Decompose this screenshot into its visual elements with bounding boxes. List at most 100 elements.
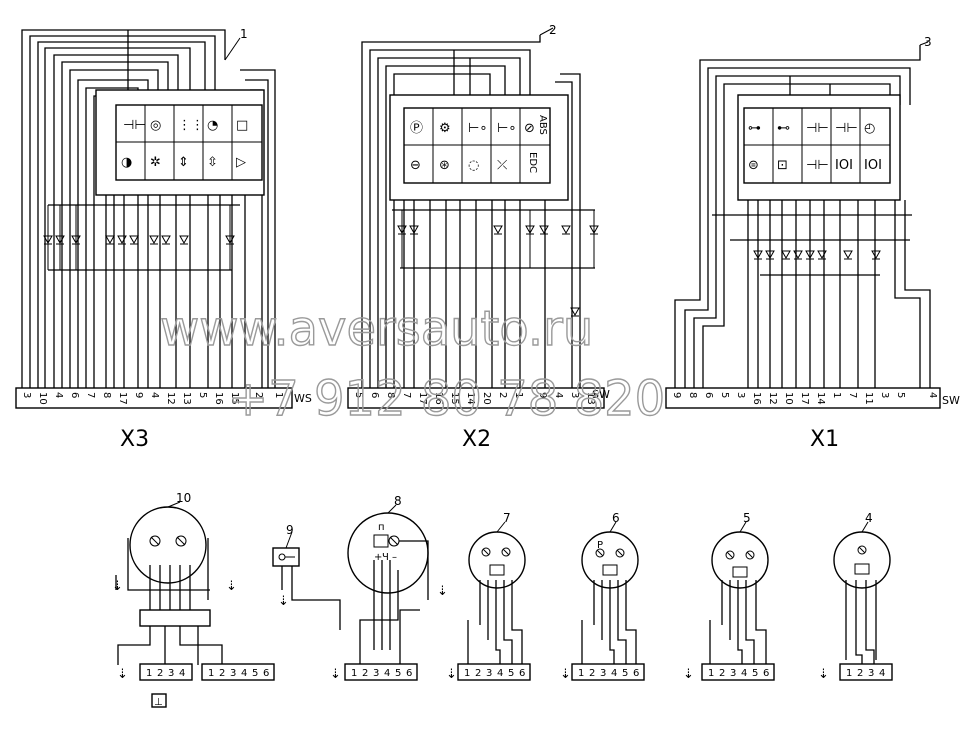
terminal-tag-x2: SW xyxy=(592,388,610,401)
panel-x2: Ⓟ ⚙ ⊢∘ ⊢∘ ⊘ ABS ⊖ ⊛ ◌ ⤫ EDC xyxy=(347,23,610,452)
svg-text:⊶: ⊶ xyxy=(748,121,761,136)
svg-text:⇣: ⇣ xyxy=(446,667,457,682)
ground-symbol-box xyxy=(151,693,167,708)
svg-text:4: 4 xyxy=(927,392,938,398)
svg-text:⇣: ⇣ xyxy=(330,667,341,682)
module-4: ⇣ 1 2 3 4 4 xyxy=(818,511,893,682)
svg-text:11: 11 xyxy=(863,392,874,405)
svg-text:⇣: ⇣ xyxy=(278,594,289,609)
watermark-phone: +7 912 80 78 820 xyxy=(228,371,665,427)
svg-text:⚙: ⚙ xyxy=(439,121,451,136)
svg-text:8: 8 xyxy=(101,392,112,398)
callout-10: 10 xyxy=(176,491,191,505)
svg-text:3: 3 xyxy=(168,668,174,679)
svg-text:2: 2 xyxy=(157,668,163,679)
svg-text:17: 17 xyxy=(799,392,810,405)
svg-text:9: 9 xyxy=(537,392,548,398)
svg-text:15: 15 xyxy=(229,392,240,405)
svg-text:5: 5 xyxy=(353,392,364,398)
callout-7: 7 xyxy=(503,511,511,525)
svg-text:4: 4 xyxy=(611,668,617,679)
svg-text:⊖: ⊖ xyxy=(410,158,421,173)
diode-group-x3 xyxy=(43,235,235,245)
svg-text:4: 4 xyxy=(149,392,160,398)
svg-text:⊣⊢: ⊣⊢ xyxy=(123,118,146,133)
callout-4: 4 xyxy=(865,511,873,525)
svg-text:⤫: ⤫ xyxy=(497,158,508,173)
svg-text:8: 8 xyxy=(385,392,396,398)
svg-text:1: 1 xyxy=(273,392,284,398)
svg-text:IOI: IOI xyxy=(835,158,853,173)
svg-text:3: 3 xyxy=(486,668,492,679)
svg-text:1: 1 xyxy=(708,668,714,679)
svg-text:9: 9 xyxy=(133,392,144,398)
svg-text:20: 20 xyxy=(481,392,492,405)
callout-3: 3 xyxy=(924,35,932,49)
callout-8: 8 xyxy=(394,494,402,508)
svg-text:16: 16 xyxy=(433,392,444,405)
svg-text:–: – xyxy=(392,552,397,563)
connector-10-right xyxy=(201,663,275,681)
edc-label: EDC xyxy=(527,152,538,173)
svg-text:4: 4 xyxy=(53,392,64,398)
svg-text:⊢∘: ⊢∘ xyxy=(468,121,487,136)
svg-text:п: п xyxy=(378,522,385,533)
svg-text:5: 5 xyxy=(395,668,401,679)
svg-text:3: 3 xyxy=(230,668,236,679)
svg-text:✲: ✲ xyxy=(150,155,161,170)
module-7: ⇣ 1 2 3 4 5 6 7 xyxy=(446,511,531,682)
svg-text:13: 13 xyxy=(181,392,192,405)
svg-text:6: 6 xyxy=(406,668,412,679)
svg-text:⇣: ⇣ xyxy=(117,667,128,682)
svg-text:3: 3 xyxy=(735,392,746,398)
panel-label-x2: X2 xyxy=(462,427,491,452)
svg-text:1: 1 xyxy=(146,668,152,679)
svg-text:7: 7 xyxy=(847,392,858,398)
svg-text:IOI: IOI xyxy=(864,158,882,173)
svg-text:1: 1 xyxy=(208,668,214,679)
svg-text:7: 7 xyxy=(401,392,412,398)
svg-text:10: 10 xyxy=(783,392,794,405)
connector-8 xyxy=(344,663,418,681)
svg-text:6: 6 xyxy=(519,668,525,679)
svg-text:6: 6 xyxy=(703,392,714,398)
svg-text:⊣⊢: ⊣⊢ xyxy=(806,158,829,173)
panel-label-x3: X3 xyxy=(120,427,149,452)
svg-text:2: 2 xyxy=(497,392,508,398)
svg-text:4: 4 xyxy=(553,392,564,398)
svg-text:⊣⊢: ⊣⊢ xyxy=(806,121,829,136)
svg-text:3: 3 xyxy=(600,668,606,679)
svg-text:⊜: ⊜ xyxy=(748,158,759,173)
svg-text:⋮⋮: ⋮⋮ xyxy=(178,118,204,133)
svg-text:⇣: ⇣ xyxy=(560,667,571,682)
svg-text:5: 5 xyxy=(719,392,730,398)
svg-text:1: 1 xyxy=(578,668,584,679)
connector-x1 xyxy=(665,387,941,409)
svg-text:6: 6 xyxy=(369,392,380,398)
svg-text:3: 3 xyxy=(569,392,580,398)
connector-10-left xyxy=(139,663,193,681)
svg-text:4: 4 xyxy=(241,668,247,679)
svg-text:6: 6 xyxy=(263,668,269,679)
abs-label: ABS xyxy=(537,115,548,135)
ground-symbol: ⊥ xyxy=(154,697,163,708)
panel-label-x1: X1 xyxy=(810,427,839,452)
svg-text:5: 5 xyxy=(508,668,514,679)
svg-text:2: 2 xyxy=(719,668,725,679)
svg-text:9: 9 xyxy=(671,392,682,398)
svg-text:5: 5 xyxy=(252,668,258,679)
svg-text:4: 4 xyxy=(384,668,390,679)
callout-6: 6 xyxy=(612,511,620,525)
svg-text:1: 1 xyxy=(846,668,852,679)
svg-text:2: 2 xyxy=(475,668,481,679)
svg-text:14: 14 xyxy=(465,392,476,405)
svg-text:5: 5 xyxy=(752,668,758,679)
connector-6 xyxy=(571,663,645,681)
svg-text:⇕: ⇕ xyxy=(178,155,189,170)
svg-text:5: 5 xyxy=(895,392,906,398)
panel-x1: ⊶ ⊷ ⊣⊢ ⊣⊢ ◴ ⊜ ⊡ ⊣⊢ IOI IOI xyxy=(665,35,960,452)
svg-text:Ч: Ч xyxy=(382,552,389,563)
svg-text:3: 3 xyxy=(868,668,874,679)
module-10: ⇣ ⇣ ⇣ 1 2 3 4 1 2 3 4 5 6 10 ⊥ xyxy=(112,491,275,708)
